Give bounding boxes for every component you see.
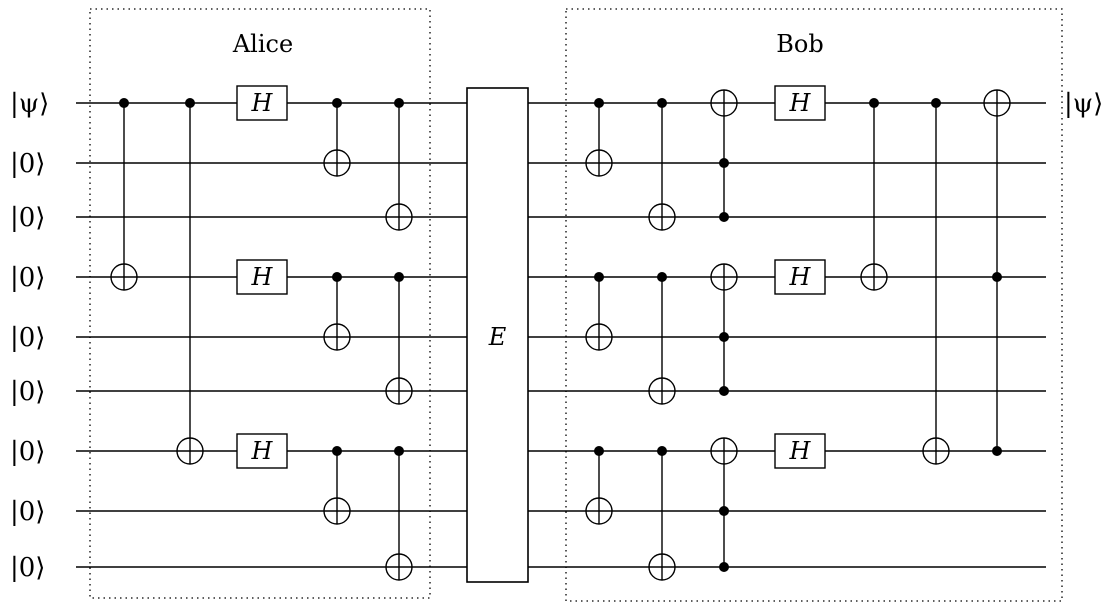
- control-dot: [594, 446, 604, 456]
- control-dot: [185, 98, 195, 108]
- control-dot: [719, 506, 729, 516]
- control-dot: [657, 446, 667, 456]
- hadamard-label: H: [789, 89, 812, 117]
- qubit-wires: [76, 102, 1046, 568]
- hadamard-gate: [236, 85, 288, 121]
- hadamard-gate: [774, 85, 826, 121]
- control-dot: [394, 98, 404, 108]
- control-dot: [394, 446, 404, 456]
- control-dot: [332, 98, 342, 108]
- control-dot: [719, 562, 729, 572]
- control-dot: [992, 446, 1002, 456]
- input-ket-3: |0⟩: [10, 263, 45, 293]
- error-gate-box: [466, 87, 529, 583]
- control-dot: [594, 98, 604, 108]
- control-dot: [719, 386, 729, 396]
- control-dot: [992, 272, 1002, 282]
- input-ket-6: |0⟩: [10, 437, 45, 467]
- alice-encoding-gates: H H H: [110, 85, 413, 581]
- alice-region: [89, 8, 431, 599]
- hadamard-label: H: [251, 437, 274, 465]
- bob-label: Bob: [776, 30, 823, 58]
- input-ket-4: |0⟩: [10, 323, 45, 353]
- control-dot: [657, 272, 667, 282]
- region-boxes: [89, 8, 1063, 602]
- hadamard-label: H: [251, 89, 274, 117]
- control-dot: [657, 98, 667, 108]
- hadamard-label: H: [789, 437, 812, 465]
- error-gate-label: E: [488, 323, 507, 351]
- control-dot: [931, 98, 941, 108]
- input-ket-1: |0⟩: [10, 149, 45, 179]
- input-ket-2: |0⟩: [10, 203, 45, 233]
- input-ket-labels: |ψ⟩ |0⟩ |0⟩ |0⟩ |0⟩ |0⟩ |0⟩ |0⟩ |0⟩: [10, 89, 49, 583]
- hadamard-gate: [774, 259, 826, 295]
- input-ket-5: |0⟩: [10, 377, 45, 407]
- control-dot: [719, 212, 729, 222]
- control-dot: [719, 332, 729, 342]
- hadamard-label: H: [251, 263, 274, 291]
- hadamard-gate: [236, 433, 288, 469]
- control-dot: [119, 98, 129, 108]
- control-dot: [869, 98, 879, 108]
- control-dot: [594, 272, 604, 282]
- control-dot: [719, 158, 729, 168]
- control-dot: [332, 446, 342, 456]
- input-ket-0: |ψ⟩: [10, 89, 49, 119]
- hadamard-gate: [774, 433, 826, 469]
- bob-region: [565, 8, 1063, 602]
- control-dot: [332, 272, 342, 282]
- input-ket-7: |0⟩: [10, 497, 45, 527]
- error-channel: E: [466, 87, 529, 583]
- bob-decoding-gates: H H H: [585, 85, 1011, 581]
- alice-label: Alice: [232, 30, 293, 58]
- hadamard-label: H: [789, 263, 812, 291]
- hadamard-gate: [236, 259, 288, 295]
- control-dot: [394, 272, 404, 282]
- output-ket: |ψ⟩: [1064, 89, 1103, 119]
- input-ket-8: |0⟩: [10, 553, 45, 583]
